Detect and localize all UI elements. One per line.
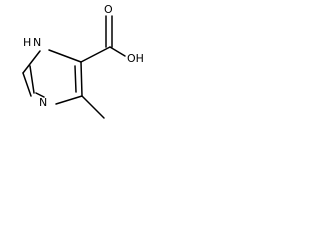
bond-n3-c2-inner [35, 92, 45, 98]
bond-c4-n3 [55, 95, 83, 105]
bond-c5-c4-inner [74, 65, 77, 93]
bond-c5-c4 [80, 61, 83, 97]
bond-c5-carboxyl [80, 46, 111, 63]
atom-oh-label: OH [127, 52, 144, 65]
atom-n1-label: N [33, 36, 41, 49]
bond-n3-c2 [29, 65, 35, 94]
bond-carboxyl-oh [109, 46, 126, 57]
bond-c2-n1-top [22, 50, 41, 74]
bond-c2-n1 [22, 72, 32, 97]
bond-c4-methyl [81, 95, 105, 119]
atom-nh-h: H [23, 36, 31, 49]
bond-n1-c5 [48, 49, 82, 63]
atom-carbonyl-o-label: O [104, 3, 113, 16]
atom-n3-label: N [39, 96, 47, 109]
chemical-structure: H N N OH O [22, 3, 144, 119]
